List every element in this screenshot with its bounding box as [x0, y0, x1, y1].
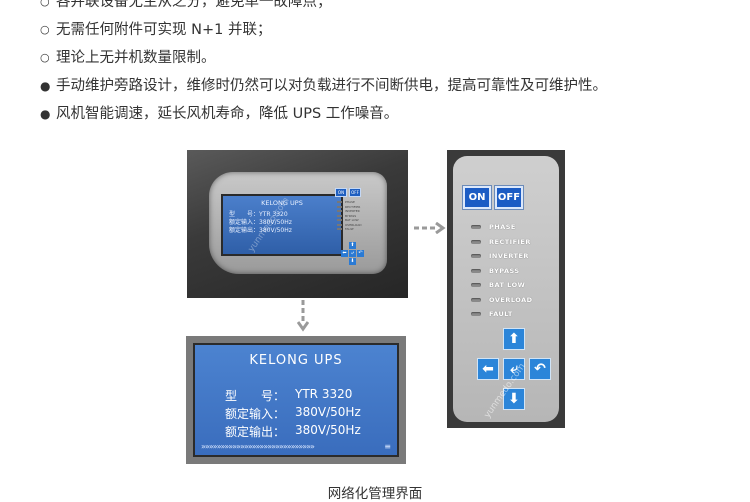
led-icon: [471, 225, 481, 230]
mini-lcd-row: 额定输出：380V/50Hz: [229, 227, 292, 234]
indicator-overload: OVERLOAD: [471, 293, 533, 308]
mini-on-button: ON: [335, 188, 347, 197]
onoff-buttons: ON OFF: [463, 186, 523, 209]
mini-indicator: INVERTER: [337, 209, 362, 214]
lcd-closeup: KELONG UPS 型 号： YTR 3320 额定输入： 380V/50Hz…: [186, 336, 406, 464]
dashed-arrow-down-icon: [297, 300, 309, 332]
mini-indicator: FAULT: [337, 227, 362, 232]
bullet-filled-icon: ●: [40, 79, 51, 93]
led-icon: [471, 254, 481, 259]
indicator-rectifier: RECTIFIER: [471, 235, 533, 250]
mini-indicator: BAT LOW: [337, 218, 362, 223]
indicator-list: PHASE RECTIFIER INVERTER BYPASS BAT LOW …: [471, 220, 533, 322]
lcd-row-label: 额定输出：: [225, 425, 286, 439]
feature-item: ● 手动维护旁路设计，维修时仍然可以对负载进行不间断供电，提高可靠性及可维护性。: [40, 72, 607, 100]
led-icon: [337, 201, 342, 204]
lcd-status-icon: ≡: [384, 442, 391, 451]
lcd-progress-chevrons: »»»»»»»»»»»»»»»»»»»»»»»»»»»»»: [201, 442, 315, 451]
mini-lcd-row: 型 号：YTR 3320: [229, 211, 288, 218]
led-icon: [337, 228, 342, 231]
feature-text: 理论上无并机数量限制。: [56, 50, 216, 66]
mini-indicator-list: PHASE RECTIFIER INVERTER BYPASS BAT LOW …: [337, 200, 362, 232]
off-button: OFF: [495, 186, 523, 209]
indicator-bypass: BYPASS: [471, 264, 533, 279]
led-icon: [337, 210, 342, 213]
bullet-hollow-icon: ○: [40, 0, 50, 8]
figure-caption: 网络化管理界面: [327, 486, 423, 502]
lcd-row-model: 型 号： YTR 3320: [225, 387, 352, 404]
mini-lcd-screen: KELONG UPS 型 号：YTR 3320 额定输入：380V/50Hz 额…: [221, 194, 343, 256]
lcd-title: KELONG UPS: [249, 353, 343, 368]
lcd-row-value: 380V/50Hz: [295, 405, 361, 419]
feature-text: 无需任何附件可实现 N+1 并联；: [56, 22, 272, 38]
led-icon: [337, 223, 342, 226]
indicator-fault: FAULT: [471, 307, 533, 322]
mini-indicator: OVERLOAD: [337, 223, 362, 228]
lcd-row-input: 额定输入： 380V/50Hz: [225, 405, 361, 422]
lcd-screen: KELONG UPS 型 号： YTR 3320 额定输入： 380V/50Hz…: [193, 343, 399, 457]
down-arrow-icon: ⬇: [503, 388, 525, 410]
mini-left-arrow-icon: ⬅: [341, 250, 348, 257]
mini-indicator: BYPASS: [337, 214, 362, 219]
feature-list: ○各并联设备无主从之分，避免单一故障点； ○无需任何附件可实现 N+1 并联； …: [40, 0, 607, 128]
bullet-hollow-icon: ○: [40, 23, 50, 36]
mini-lcd-row: 额定输入：380V/50Hz: [229, 219, 292, 226]
indicator-inverter: INVERTER: [471, 249, 533, 264]
mini-indicator: RECTIFIER: [337, 205, 362, 210]
lcd-row-value: 380V/50Hz: [295, 423, 361, 437]
mini-back-arrow-icon: ↶: [357, 250, 364, 257]
led-icon: [471, 283, 481, 288]
control-panel-face: ON OFF PHASE RECTIFIER INVERTER BYPASS B…: [453, 156, 559, 422]
led-icon: [471, 297, 481, 302]
led-icon: [337, 214, 342, 217]
bullet-hollow-icon: ○: [40, 51, 50, 64]
dashed-arrow-right-icon: [414, 222, 446, 234]
feature-text: 各并联设备无主从之分，避免单一故障点；: [56, 0, 332, 10]
ups-front-panel-photo: KELONG UPS 型 号：YTR 3320 额定输入：380V/50Hz 额…: [187, 150, 408, 298]
bullet-filled-icon: ●: [40, 107, 51, 121]
mini-arrow-keys: ⬆ ⬅ ⤶ ↶ ⬇: [341, 242, 365, 266]
feature-item: ○ 无需任何附件可实现 N+1 并联；: [40, 16, 607, 44]
mini-down-arrow-icon: ⬇: [349, 258, 356, 265]
feature-item: ● 风机智能调速，延长风机寿命，降低 UPS 工作噪音。: [40, 100, 607, 128]
feature-item: ○ 各并联设备无主从之分，避免单一故障点；: [40, 0, 607, 16]
left-arrow-icon: ⬅: [477, 358, 499, 380]
up-arrow-icon: ⬆: [503, 328, 525, 350]
mini-onoff-buttons: ON OFF: [335, 188, 361, 197]
feature-item: ○ 理论上无并机数量限制。: [40, 44, 607, 72]
led-icon: [471, 239, 481, 244]
lcd-row-label: 额定输入：: [225, 407, 286, 421]
mini-lcd-title: KELONG UPS: [261, 199, 303, 207]
led-icon: [471, 312, 481, 317]
control-panel-closeup: ON OFF PHASE RECTIFIER INVERTER BYPASS B…: [447, 150, 565, 428]
on-button: ON: [463, 186, 491, 209]
lcd-row-value: YTR 3320: [295, 387, 353, 401]
lcd-row-label: 型 号：: [225, 389, 286, 403]
led-icon: [337, 205, 342, 208]
feature-text: 风机智能调速，延长风机寿命，降低 UPS 工作噪音。: [56, 106, 399, 122]
mini-enter-arrow-icon: ⤶: [349, 250, 356, 257]
mini-off-button: OFF: [349, 188, 361, 197]
led-icon: [471, 268, 481, 273]
indicator-phase: PHASE: [471, 220, 533, 235]
feature-text: 手动维护旁路设计，维修时仍然可以对负载进行不间断供电，提高可靠性及可维护性。: [56, 78, 607, 94]
indicator-bat-low: BAT LOW: [471, 278, 533, 293]
lcd-row-output: 额定输出： 380V/50Hz: [225, 423, 361, 440]
enter-arrow-icon: ⤶: [503, 358, 525, 380]
mini-indicator: PHASE: [337, 200, 362, 205]
mini-up-arrow-icon: ⬆: [349, 242, 356, 249]
back-arrow-icon: ↶: [529, 358, 551, 380]
led-icon: [337, 219, 342, 222]
arrow-keypad: ⬆ ⬅ ⤶ ↶ ⬇: [475, 328, 551, 412]
